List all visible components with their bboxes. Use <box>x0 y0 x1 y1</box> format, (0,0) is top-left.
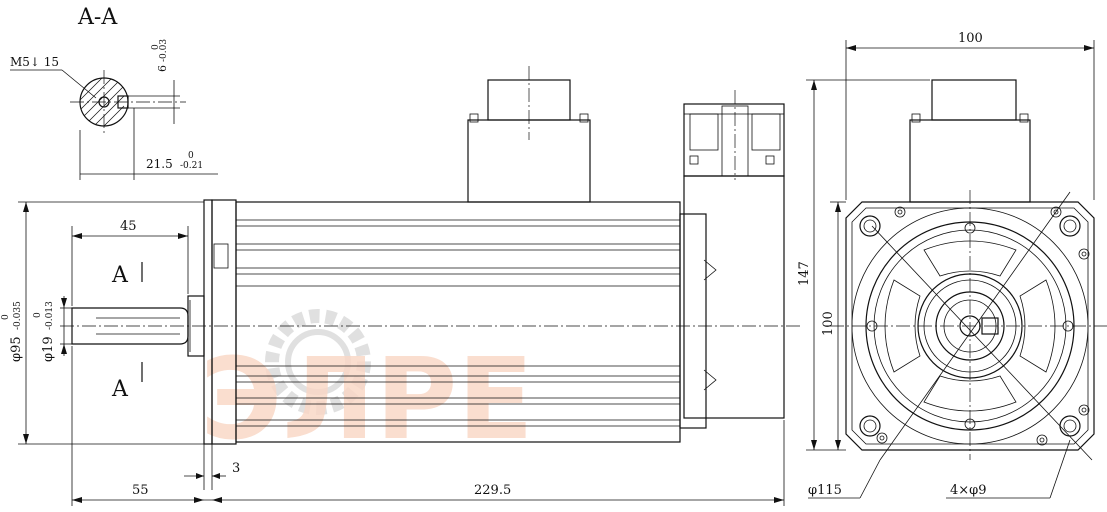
thread-label: M5↓ 15 <box>10 55 59 69</box>
key-depth-tol-lower: -0.21 <box>180 161 203 171</box>
front-view: 100 147 100 φ115 4×φ9 <box>797 31 1107 499</box>
dim-pilot-tol-lower: -0.035 <box>13 301 23 330</box>
section-aa: A-A M5↓ 15 6 0 -0.03 <box>10 5 218 180</box>
section-mark-bottom: A <box>111 377 129 402</box>
side-view: A A 45 φ95 0 -0.035 φ19 0 -0.013 3 <box>1 66 800 506</box>
watermark-text: ЭЛРЕ <box>200 335 534 465</box>
dim-holes: 4×φ9 <box>950 483 987 498</box>
dim-pilot-tol-upper: 0 <box>1 314 11 320</box>
dim-shaft-tol-upper: 0 <box>33 312 43 318</box>
dim-front-length: 55 <box>132 483 149 498</box>
key-depth: 21.5 <box>146 157 173 171</box>
key-depth-tol-upper: 0 <box>188 151 194 161</box>
watermark-logo: ЭЛРЕ <box>200 309 534 465</box>
dim-body-length: 229.5 <box>474 483 511 498</box>
dim-height-flange: 100 <box>821 311 836 336</box>
key-width-tol-upper: 0 <box>151 44 161 50</box>
dim-width: 100 <box>958 31 983 46</box>
dim-pilot-diameter: φ95 <box>9 336 24 362</box>
key-width-tol-lower: -0.03 <box>159 39 169 62</box>
dim-flange-thickness: 3 <box>232 461 240 476</box>
dim-shaft-diameter: φ19 <box>41 336 56 362</box>
dim-shaft-length: 45 <box>120 219 137 234</box>
dim-shaft-tol-lower: -0.013 <box>45 301 55 330</box>
section-title: A-A <box>77 5 118 30</box>
dim-bolt-circle: φ115 <box>808 483 842 498</box>
dim-height-total: 147 <box>797 261 812 286</box>
key-width: 6 <box>156 65 169 72</box>
section-mark-top: A <box>111 263 129 288</box>
